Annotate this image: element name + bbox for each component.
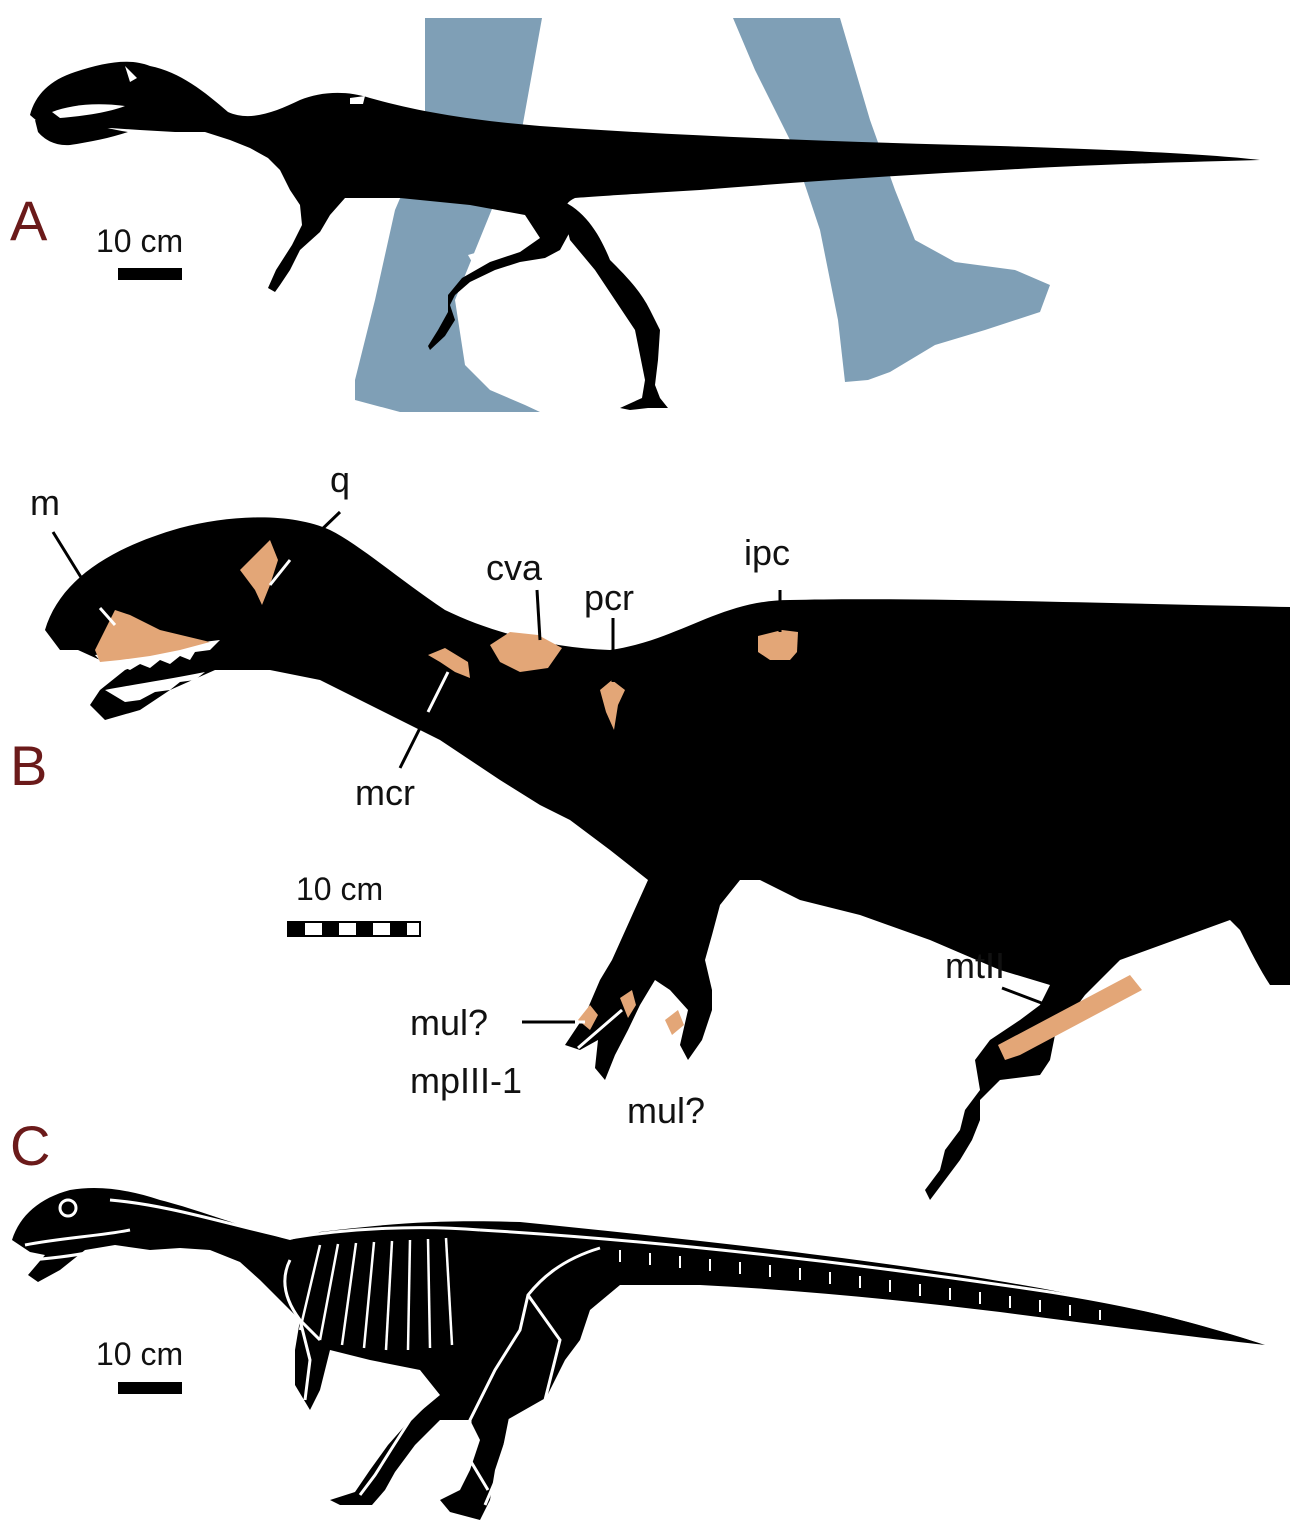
scale-bar-b bbox=[288, 922, 420, 936]
label-mtII: mtII bbox=[945, 945, 1005, 986]
panel-letter-c: C bbox=[10, 1114, 50, 1177]
scale-label-a: 10 cm bbox=[96, 223, 183, 259]
skeletal-reconstruction-c bbox=[12, 1188, 1265, 1520]
label-q: q bbox=[330, 459, 350, 500]
panel-a: A 10 cm bbox=[10, 18, 1260, 412]
human-legs-silhouette bbox=[355, 18, 1050, 412]
label-m: m bbox=[30, 482, 60, 523]
scale-bar-a bbox=[118, 268, 182, 280]
label-pcr: pcr bbox=[584, 577, 634, 618]
panel-letter-a: A bbox=[10, 189, 48, 252]
label-cva: cva bbox=[486, 547, 543, 588]
label-ipc: ipc bbox=[744, 532, 790, 573]
panel-b: B m q cva pcr ipc mcr mtII mul? mpIII-1 … bbox=[10, 459, 1290, 1200]
dinosaur-silhouette-a bbox=[30, 62, 1260, 410]
scale-bar-c bbox=[118, 1382, 182, 1394]
label-mul-b: mul? bbox=[627, 1090, 705, 1131]
bone-ipc bbox=[758, 630, 798, 660]
label-mpIII: mpIII-1 bbox=[410, 1060, 522, 1101]
panel-c: C 10 cm bbox=[10, 1114, 1265, 1520]
scale-label-c: 10 cm bbox=[96, 1336, 183, 1372]
panel-letter-b: B bbox=[10, 734, 47, 797]
label-mul-a: mul? bbox=[410, 1002, 488, 1043]
scale-label-b: 10 cm bbox=[296, 871, 383, 907]
label-mcr: mcr bbox=[355, 772, 415, 813]
